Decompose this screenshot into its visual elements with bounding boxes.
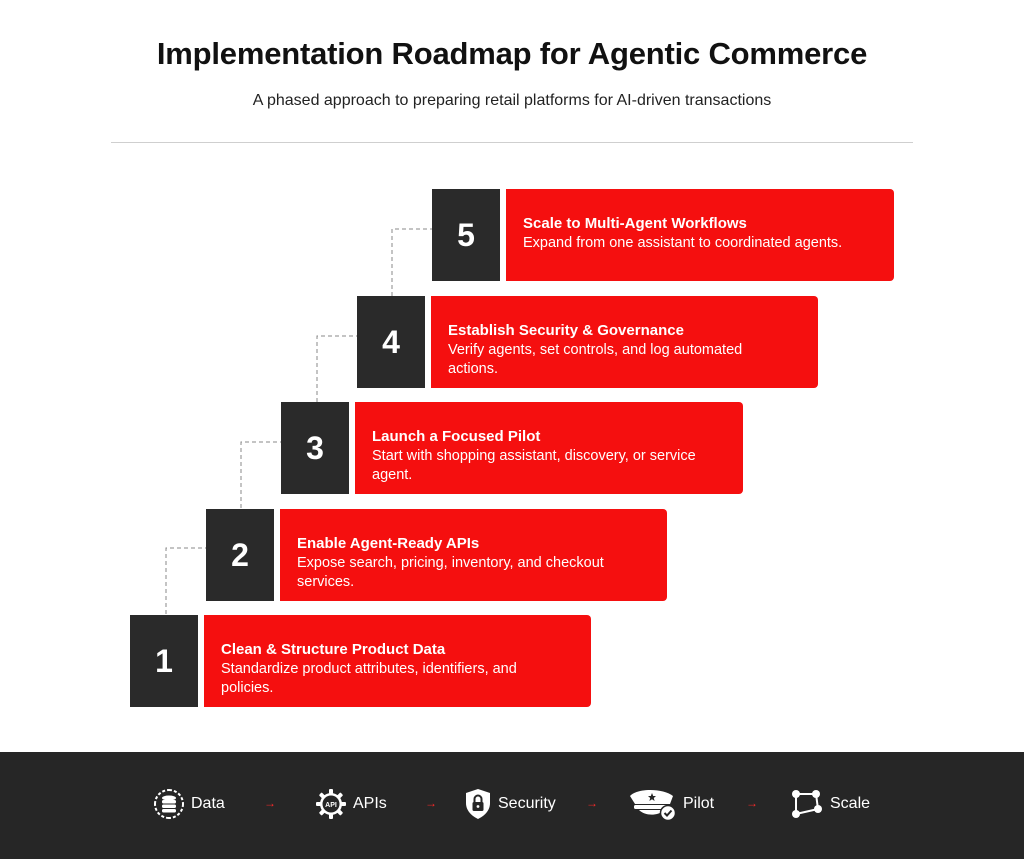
step-number: 4 xyxy=(357,296,425,388)
step-description: Expose search, pricing, inventory, and c… xyxy=(297,555,604,590)
step-card: Scale to Multi-Agent Workflows Expand fr… xyxy=(506,189,894,281)
step-title: Establish Security & Governance xyxy=(448,322,684,339)
footer-item-data: Data xyxy=(153,786,225,822)
footer-label: Security xyxy=(498,795,556,812)
step-card: Establish Security & Governance Verify a… xyxy=(431,296,818,388)
step-title: Clean & Structure Product Data xyxy=(221,641,446,658)
connector-1-2 xyxy=(165,547,206,614)
page-title: Implementation Roadmap for Agentic Comme… xyxy=(156,36,868,71)
pilot-cap-icon xyxy=(630,790,677,822)
step-description: Expand from one assistant to coordinated… xyxy=(523,235,843,251)
network-nodes-icon xyxy=(792,790,822,818)
footer-label: APIs xyxy=(353,795,387,812)
footer-arrow: → xyxy=(264,796,276,810)
step-number: 5 xyxy=(432,189,500,281)
step-title: Enable Agent-Ready APIs xyxy=(297,535,480,552)
footer-label: Data xyxy=(191,795,225,812)
page-subtitle: A phased approach to preparing retail pl… xyxy=(252,92,772,109)
step-title: Launch a Focused Pilot xyxy=(372,428,541,445)
step-title: Scale to Multi-Agent Workflows xyxy=(523,215,747,232)
step-number: 2 xyxy=(206,509,274,601)
database-icon xyxy=(154,789,184,819)
step-description: Start with shopping assistant, discovery… xyxy=(372,448,696,483)
footer-arrow: → xyxy=(425,796,437,810)
footer-item-apis: API APIs xyxy=(315,786,387,822)
step-card: Launch a Focused Pilot Start with shoppi… xyxy=(355,402,743,494)
footer-label: Pilot xyxy=(683,795,715,812)
step-card: Enable Agent-Ready APIs Expose search, p… xyxy=(280,509,667,601)
api-gear-icon: API xyxy=(316,789,346,819)
connector-4-5 xyxy=(391,228,432,296)
step-card: Clean & Structure Product Data Standardi… xyxy=(204,615,591,707)
footer-arrow: → xyxy=(586,796,598,810)
connector-2-3 xyxy=(240,441,281,508)
footer-arrow: → xyxy=(746,796,758,810)
footer-item-scale: Scale xyxy=(790,786,870,822)
shield-lock-icon xyxy=(466,789,490,819)
header-divider xyxy=(111,142,913,143)
step-number: 3 xyxy=(281,402,349,494)
footer-item-security: Security xyxy=(464,786,556,822)
footer-label: Scale xyxy=(830,795,871,812)
footer-item-pilot: Pilot xyxy=(627,786,714,822)
step-description: Standardize product attributes, identifi… xyxy=(221,661,517,696)
connector-3-4 xyxy=(316,335,357,402)
step-description: Verify agents, set controls, and log aut… xyxy=(448,342,743,377)
svg-text:API: API xyxy=(325,802,337,809)
step-number: 1 xyxy=(130,615,198,707)
